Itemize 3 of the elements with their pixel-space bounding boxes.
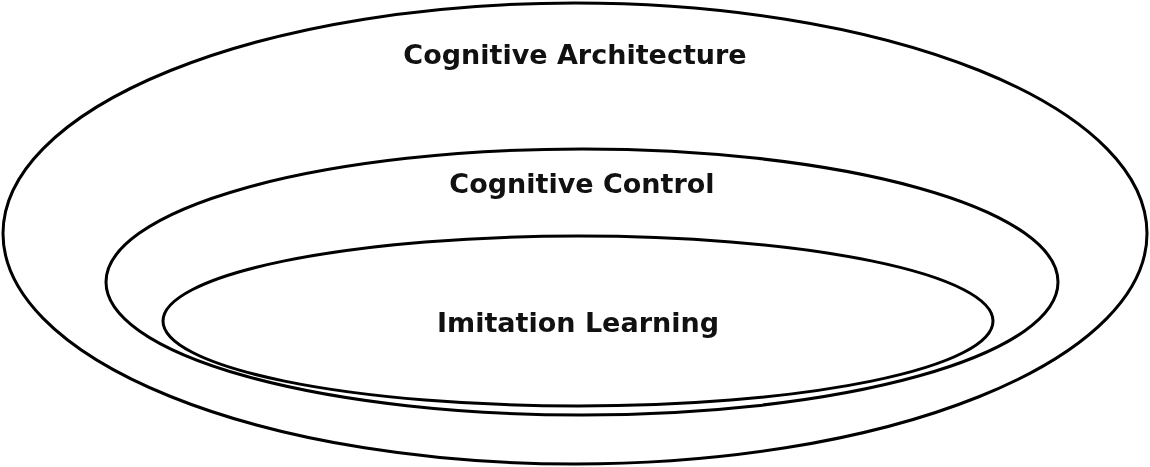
ellipse-label: Imitation Learning — [437, 307, 719, 338]
ellipse-label: Cognitive Architecture — [403, 39, 747, 70]
ellipse-label: Cognitive Control — [449, 168, 715, 199]
